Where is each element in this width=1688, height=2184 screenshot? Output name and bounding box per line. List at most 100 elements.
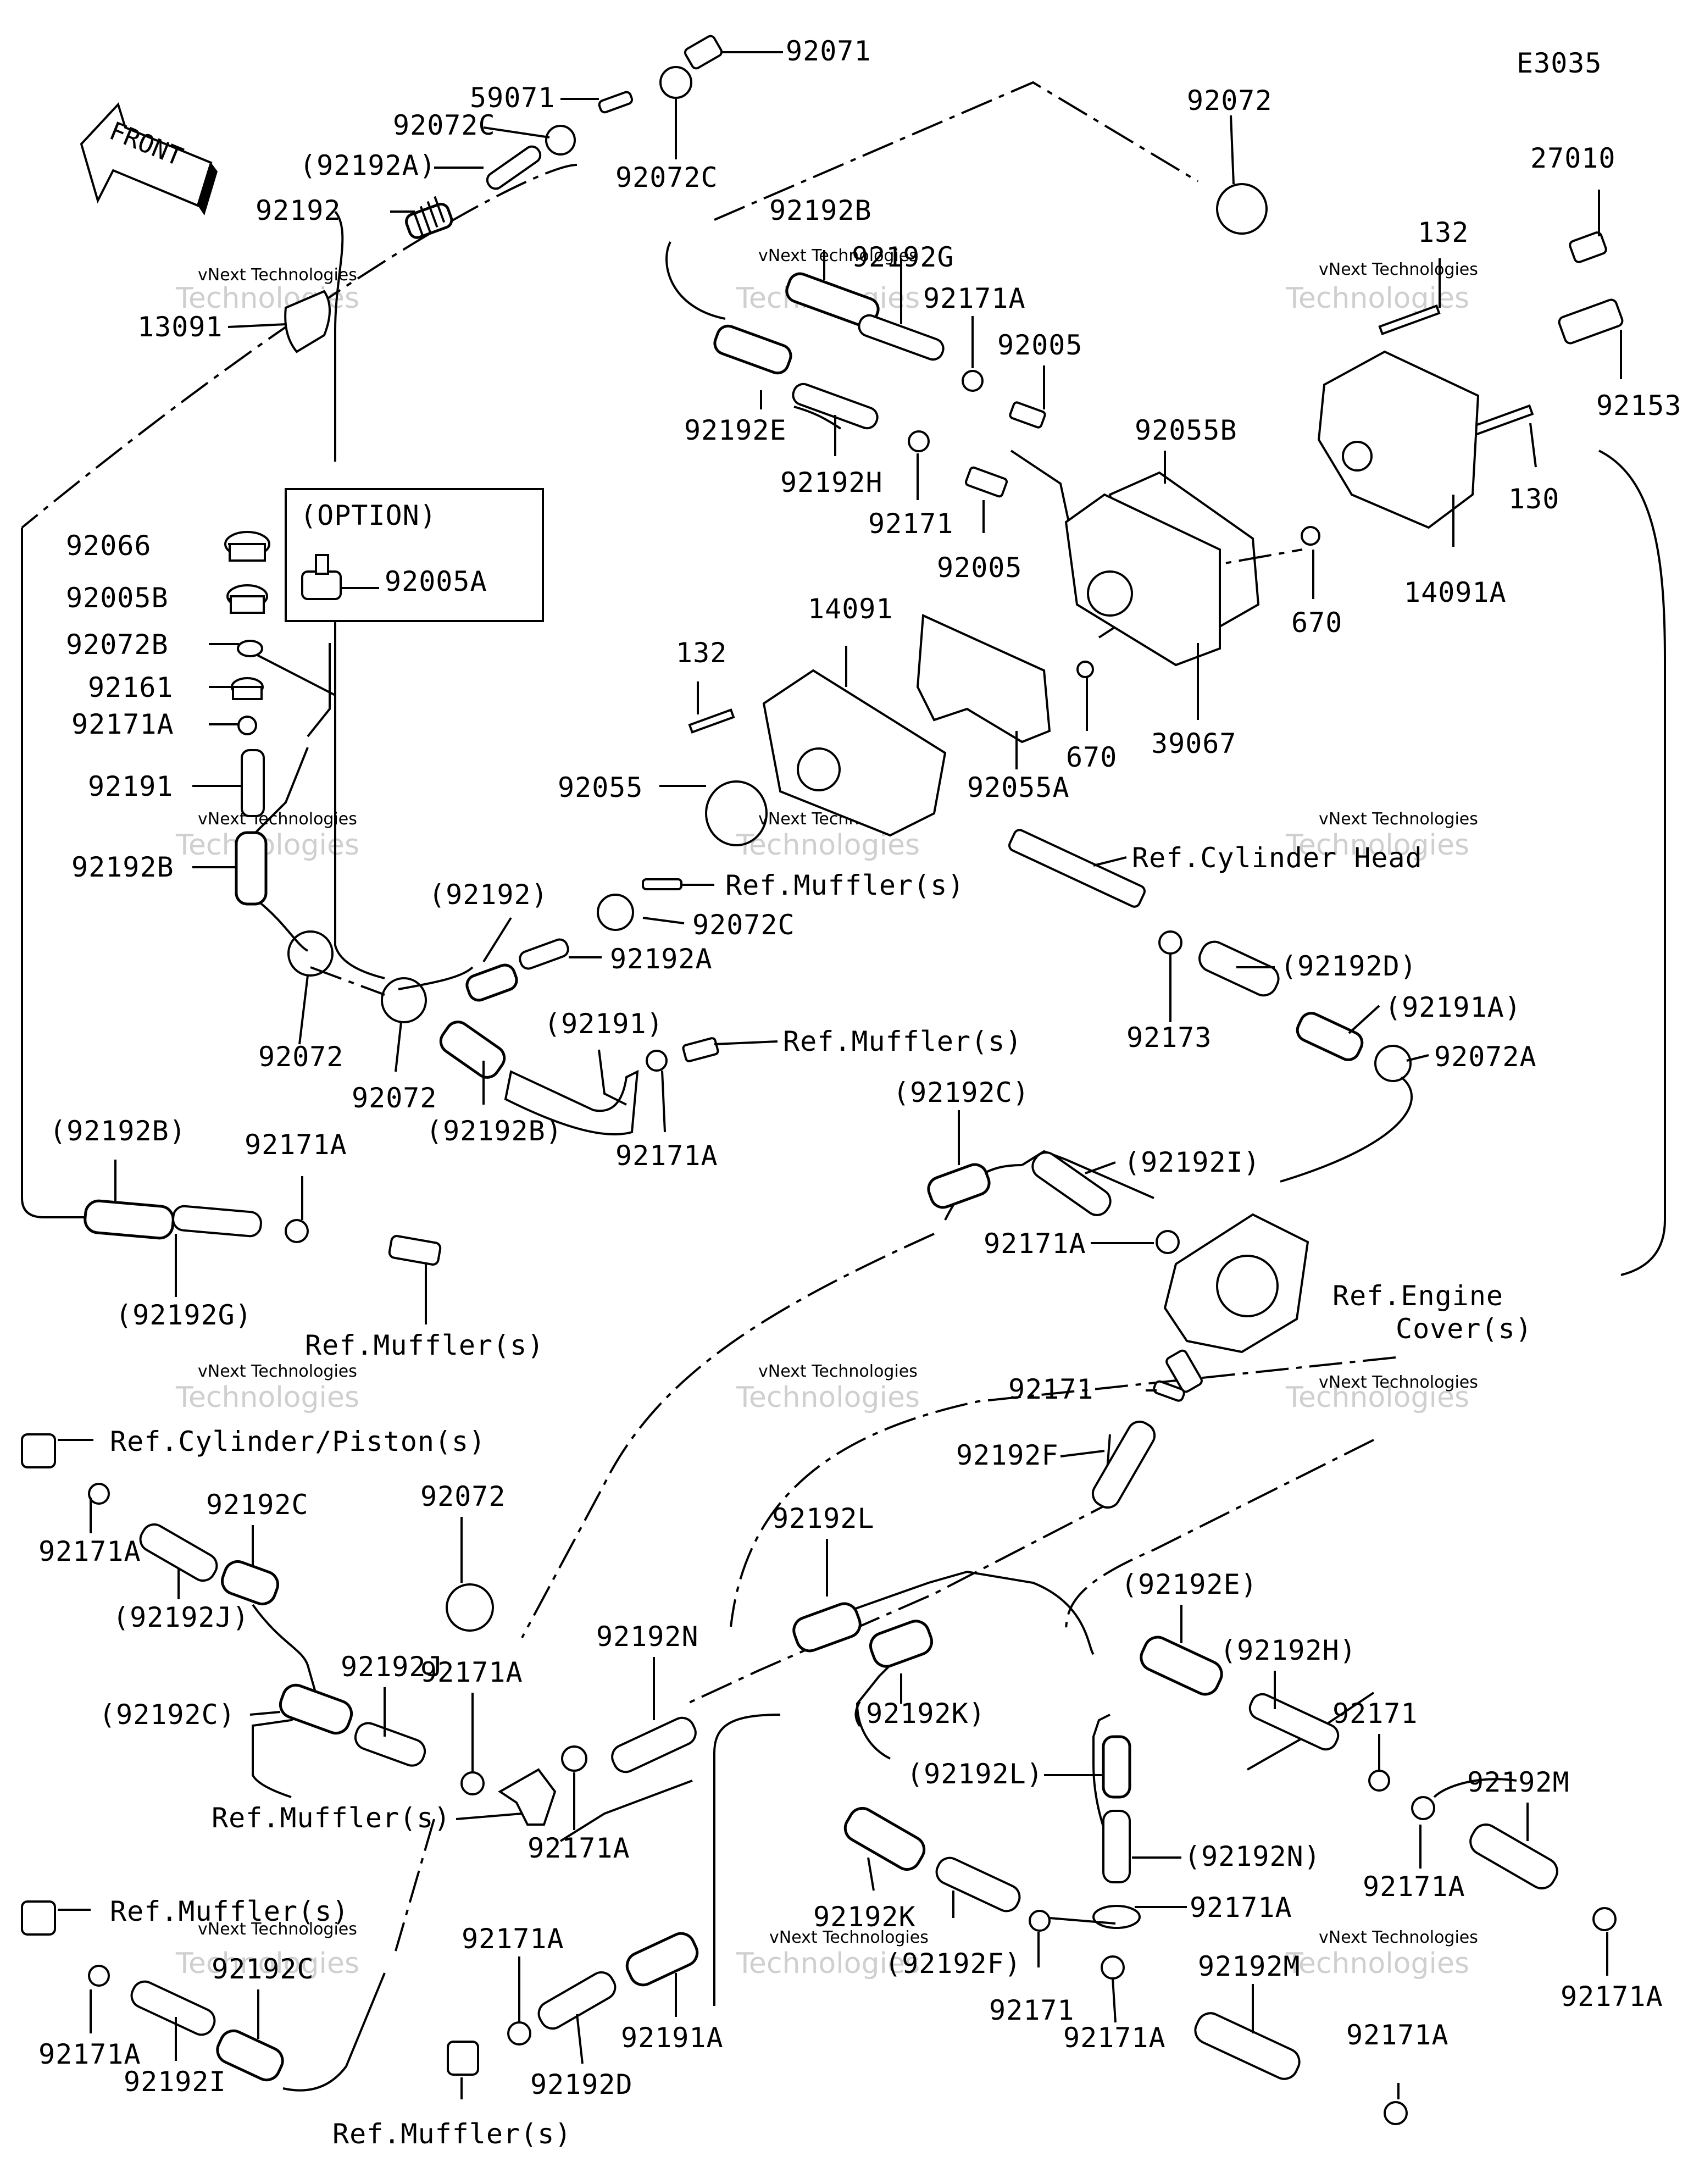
spring-92191A-b: [625, 1932, 699, 1987]
label-92192j-b: (92192J): [113, 1601, 249, 1633]
label-670: 670: [1291, 607, 1342, 639]
pipe-ref-cylhead: [1008, 829, 1146, 908]
label-92192c-b2: (92192C): [99, 1699, 236, 1731]
spring-92192L-v: [1102, 1735, 1131, 1799]
hose-92192F-b: [935, 1856, 1021, 1913]
label-ref-engine: Ref.Engine: [1332, 1280, 1503, 1312]
label-92072b: 92072B: [66, 629, 169, 661]
hose-92192D-b: [537, 1971, 617, 2030]
clamp-92072A: [1374, 1045, 1412, 1082]
oring-92055: [705, 780, 768, 846]
watermark: vNext Technologies: [1319, 810, 1478, 829]
label-92005: 92005: [997, 329, 1083, 361]
label-92192l: 92192L: [772, 1503, 875, 1534]
label-92192i-m: (92192I): [1124, 1146, 1261, 1178]
spring-92192K: [869, 1620, 934, 1668]
clamp-92171A-b6: [1592, 1907, 1617, 1931]
label-92192d-b: 92192D: [530, 2069, 633, 2100]
clamp-92173: [1158, 930, 1182, 955]
clamp-92171A-b5: [1411, 1796, 1435, 1820]
fitting-27010: [1569, 231, 1607, 263]
clamp-92171-b: [1368, 1770, 1390, 1792]
label-92173: 92173: [1126, 1022, 1212, 1054]
clamp-92171A-b8: [507, 2021, 531, 2046]
watermark: vNext Technologies: [198, 1920, 357, 1939]
label-ref-muffler-5: Ref.Muffler(s): [110, 1895, 349, 1927]
plug-92005A: [301, 554, 342, 600]
clamp-92072: [1216, 183, 1268, 235]
engine-cover-ref: [1163, 1213, 1309, 1393]
hose-92191: [241, 749, 265, 817]
bolt-132: [1378, 304, 1441, 335]
label-92192i-b: 92192I: [124, 2066, 226, 2098]
fitting-92071: [684, 35, 723, 70]
label-27010: 27010: [1530, 142, 1616, 174]
clamp-92171A-b10: [1384, 2101, 1408, 2125]
elbow-ref-cylpis: [21, 1433, 56, 1468]
label-92072c: 92072C: [393, 109, 496, 141]
label-92192e: 92192E: [684, 414, 787, 446]
label-92192b-m: (92192B): [426, 1115, 563, 1147]
clamp-92171A-c: [646, 1050, 668, 1072]
hose-92192A: [486, 145, 542, 190]
clamp-92072C-b: [659, 66, 692, 99]
watermark-big: Technologies: [175, 282, 359, 315]
oring-670-b: [1076, 661, 1094, 678]
spring-92192C-b2: [279, 1683, 353, 1735]
label-130: 130: [1508, 483, 1559, 515]
hose-92192I: [1031, 1151, 1112, 1216]
cover-14091A: [1317, 350, 1480, 529]
label-92171a-b10: 92171A: [1346, 2019, 1449, 2051]
clamp-92072-l2: [381, 977, 427, 1023]
label-132: 132: [1418, 217, 1469, 248]
parts: [21, 35, 1624, 2125]
label-92055a: 92055A: [967, 772, 1070, 803]
label-92192f-b: (92192F): [885, 1948, 1021, 1980]
hose-92192J-b: [354, 1722, 426, 1767]
label-92192c-b1: 92192C: [206, 1489, 309, 1521]
label-92191: 92191: [88, 771, 174, 802]
label-92192c-b3: 92192C: [212, 1953, 314, 1985]
label-132-b: 132: [676, 637, 727, 669]
hose-92192M: [1469, 1823, 1558, 1889]
label-92171a-l1: 92171A: [71, 708, 174, 740]
strap-92072B: [237, 640, 336, 696]
hose-92192I-b: [130, 1980, 216, 2036]
label-92171a-c: 92171A: [615, 1140, 718, 1172]
label-14091: 14091: [808, 593, 893, 625]
label-ref-muffler-2: Ref.Muffler(s): [783, 1026, 1022, 1057]
bushing-59071: [598, 91, 634, 114]
spring-92192-m: [465, 963, 518, 1002]
hose-92192H: [792, 383, 879, 430]
clamp-92171A-b3: [561, 1745, 587, 1772]
spring-92192L: [792, 1602, 862, 1653]
clamp-92171A-b2: [460, 1771, 485, 1795]
spring-92192C-b1: [221, 1560, 279, 1606]
label-59071: 59071: [470, 82, 556, 114]
cap-92066: [224, 531, 270, 562]
label-13091: 13091: [137, 311, 223, 343]
label-92171a: 92171A: [923, 282, 1026, 314]
label-92171a-b7: 92171A: [38, 2038, 141, 2070]
label-92192b-l: 92192B: [71, 851, 174, 883]
fitting-92005-b: [964, 466, 1008, 498]
spring-92192C-b3: [216, 2029, 284, 2082]
watermark: vNext Technologies: [1319, 1928, 1478, 1947]
label-92171: 92171: [868, 508, 954, 540]
watermark: vNext Technologies: [198, 1362, 357, 1381]
pin-92171-m: [1153, 1380, 1185, 1402]
spring-92192B-b: [84, 1199, 175, 1240]
label-92192m-a: 92192M: [1467, 1766, 1570, 1798]
label-92192e-b: (92192E): [1121, 1568, 1258, 1600]
label-92191a-b: 92191A: [621, 2022, 724, 2054]
clamp-92171A-r: [1156, 1230, 1180, 1254]
label-92192b: 92192B: [769, 195, 872, 226]
label-92071: 92071: [786, 35, 871, 67]
cover-39067: [1064, 493, 1221, 667]
fitting-92153: [1558, 298, 1624, 345]
gasket-92055A: [916, 613, 1051, 744]
watermark-big: Technologies: [1285, 829, 1469, 862]
spring-92191A: [1296, 1012, 1364, 1061]
tee-ref-muffler4: [498, 1768, 557, 1826]
